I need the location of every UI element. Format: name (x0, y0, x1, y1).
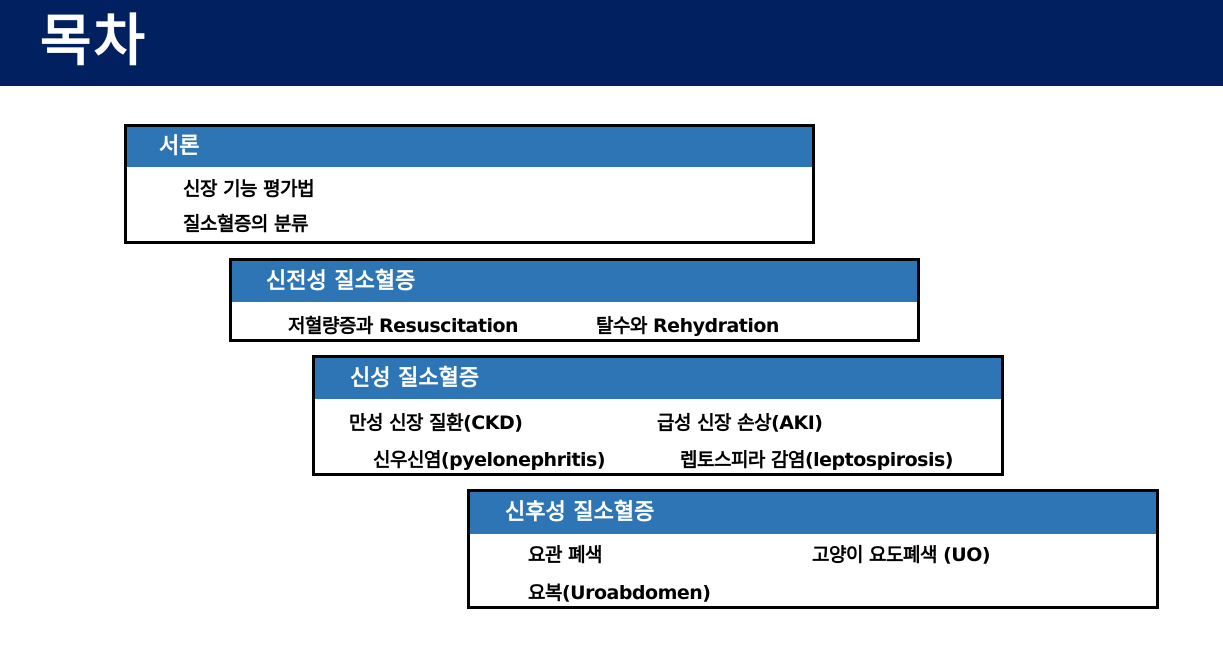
list-item: 만성 신장 질환(CKD) (349, 412, 523, 434)
list-item: 요관 폐색 (528, 544, 603, 566)
section-renal-heading: 신성 질소혈증 (350, 366, 480, 391)
list-item: 탈수와 Rehydration (596, 315, 779, 337)
list-item: 고양이 요도폐색 (UO) (812, 544, 991, 566)
title-bar: 목차 (0, 0, 1223, 86)
section-intro-heading: 서론 (159, 134, 200, 159)
list-item: 급성 신장 손상(AKI) (657, 412, 823, 434)
list-item: 신우신염(pyelonephritis) (373, 449, 606, 471)
list-item: 신장 기능 평가법 (183, 178, 315, 200)
list-item: 질소혈증의 분류 (183, 213, 308, 235)
section-prerenal-heading: 신전성 질소혈증 (266, 269, 416, 294)
page-title: 목차 (40, 9, 148, 74)
list-item: 렙토스피라 감염(leptospirosis) (680, 449, 953, 471)
section-postrenal-header: 신후성 질소혈증 (470, 492, 1156, 534)
section-renal: 신성 질소혈증 만성 신장 질환(CKD) 급성 신장 손상(AKI) 신우신염… (312, 355, 1004, 476)
section-intro-header: 서론 (127, 127, 812, 167)
section-prerenal: 신전성 질소혈증 저혈량증과 Resuscitation 탈수와 Rehydra… (229, 258, 920, 342)
list-item: 요복(Uroabdomen) (528, 582, 711, 604)
section-postrenal-heading: 신후성 질소혈증 (505, 500, 655, 525)
section-intro: 서론 신장 기능 평가법 질소혈증의 분류 (124, 124, 815, 244)
list-item: 저혈량증과 Resuscitation (288, 315, 519, 337)
section-prerenal-header: 신전성 질소혈증 (232, 261, 917, 302)
section-renal-header: 신성 질소혈증 (315, 358, 1001, 399)
section-postrenal: 신후성 질소혈증 요관 폐색 고양이 요도폐색 (UO) 요복(Uroabdom… (467, 489, 1159, 609)
